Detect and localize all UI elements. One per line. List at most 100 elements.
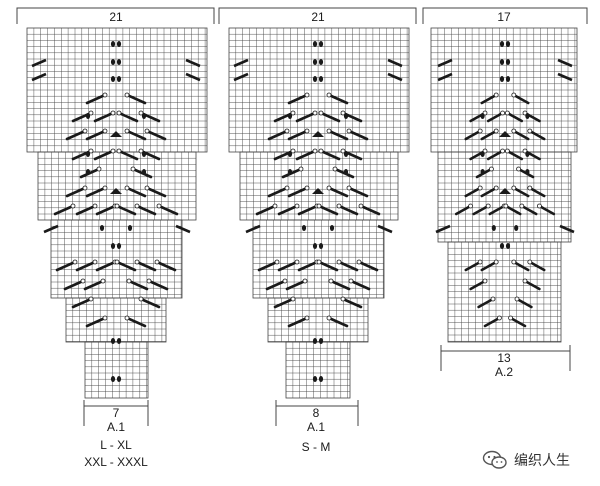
middle-decrease-end-symbol xyxy=(294,259,300,265)
left-decrease-end-symbol xyxy=(130,166,136,172)
middle-decrease-end-symbol xyxy=(318,148,324,154)
middle-decrease-symbol xyxy=(267,186,289,198)
middle-eyelet-symbol xyxy=(312,59,318,65)
left-decrease-end-symbol xyxy=(154,259,160,265)
left-decrease-symbol xyxy=(135,260,157,272)
middle-decrease-symbol xyxy=(317,260,339,272)
left-decrease-symbol xyxy=(115,260,137,272)
left-decrease-symbol xyxy=(85,93,107,105)
right-decrease-symbol xyxy=(486,111,504,123)
left-eyelet-symbol xyxy=(110,243,116,249)
left-side-dash-symbol xyxy=(175,224,191,234)
left-eyelet-symbol xyxy=(99,225,105,231)
middle-eyelet-symbol xyxy=(329,225,335,231)
middle-chart-name: A.1 xyxy=(306,420,325,434)
middle-decrease-end-symbol xyxy=(316,259,322,265)
right-decrease-end-symbol xyxy=(503,203,509,209)
middle-decrease-end-symbol xyxy=(348,278,354,284)
right-eyelet-symbol xyxy=(499,59,505,65)
right-decrease-end-symbol xyxy=(527,128,533,134)
right-chart-top-count: 17 xyxy=(497,10,511,24)
right-eyelet-symbol xyxy=(505,243,511,249)
middle-decrease-symbol xyxy=(287,93,309,105)
left-decrease-symbol xyxy=(93,149,115,161)
left-decrease-end-symbol xyxy=(88,110,94,116)
left-decrease-end-symbol xyxy=(110,148,116,154)
left-decrease-end-symbol xyxy=(116,148,122,154)
left-decrease-symbol xyxy=(85,186,107,198)
middle-side-dash-symbol xyxy=(245,224,261,234)
middle-decrease-end-symbol xyxy=(318,110,324,116)
middle-decrease-end-symbol xyxy=(294,203,300,209)
middle-decrease-end-symbol xyxy=(290,110,296,116)
middle-decrease-end-symbol xyxy=(312,148,318,154)
right-side-dash-symbol xyxy=(557,72,573,82)
right-decrease-end-symbol xyxy=(519,203,525,209)
watermark: 编织人生 xyxy=(482,450,570,470)
left-decrease-end-symbol xyxy=(124,185,130,191)
right-side-dash-symbol xyxy=(559,224,575,234)
right-eyelet-symbol xyxy=(525,169,530,175)
middle-decrease-end-symbol xyxy=(340,110,346,116)
right-decrease-symbol xyxy=(486,149,504,161)
left-decrease-symbol xyxy=(139,297,161,309)
middle-eyelet-symbol xyxy=(318,59,324,65)
left-decrease-symbol xyxy=(127,279,149,291)
right-decrease-symbol xyxy=(454,204,472,216)
right-decrease-end-symbol xyxy=(496,315,502,321)
left-decrease-symbol xyxy=(117,111,139,123)
left-chart-top-count: 21 xyxy=(109,10,123,24)
middle-decrease-end-symbol xyxy=(340,148,346,154)
middle-decrease-end-symbol xyxy=(282,278,288,284)
middle-eyelet-symbol xyxy=(312,338,318,344)
middle-decrease-symbol xyxy=(327,93,349,105)
middle-decrease-symbol xyxy=(337,204,359,216)
middle-decrease-end-symbol xyxy=(274,259,280,265)
middle-decrease-end-symbol xyxy=(358,203,364,209)
right-decrease-end-symbol xyxy=(493,128,499,134)
left-decrease-end-symbol xyxy=(80,278,86,284)
left-decrease-symbol xyxy=(55,260,77,272)
middle-decrease-end-symbol xyxy=(290,148,296,154)
left-decrease-symbol xyxy=(85,129,107,141)
right-decrease-end-symbol xyxy=(511,92,517,98)
middle-decrease-symbol xyxy=(357,260,379,272)
left-decrease-end-symbol xyxy=(156,203,162,209)
left-eyelet-symbol xyxy=(110,338,116,344)
left-decrease-end-symbol xyxy=(100,278,106,284)
middle-eyelet-symbol xyxy=(287,151,293,157)
middle-decrease-end-symbol xyxy=(326,128,332,134)
right-decrease-symbol xyxy=(512,129,530,141)
right-eyelet-symbol xyxy=(514,225,519,231)
right-decrease-end-symbol xyxy=(511,185,517,191)
left-decrease-symbol xyxy=(53,204,75,216)
left-decrease-symbol xyxy=(75,260,97,272)
right-decrease-end-symbol xyxy=(485,203,491,209)
right-decrease-end-symbol xyxy=(522,278,528,284)
left-eyelet-symbol xyxy=(127,225,133,231)
left-decrease-symbol xyxy=(83,279,105,291)
right-decrease-symbol xyxy=(469,279,487,291)
middle-decrease-end-symbol xyxy=(298,166,304,172)
middle-decrease-symbol xyxy=(277,204,299,216)
left-decrease-end-symbol xyxy=(144,128,150,134)
middle-decrease-end-symbol xyxy=(336,259,342,265)
middle-eyelet-symbol xyxy=(343,169,349,175)
left-eyelet-symbol xyxy=(141,113,147,119)
left-decrease-end-symbol xyxy=(134,203,140,209)
right-band-2-gridlines xyxy=(448,242,561,342)
middle-decrease-end-symbol xyxy=(356,259,362,265)
left-decrease-end-symbol xyxy=(96,166,102,172)
left-decrease-symbol xyxy=(95,260,117,272)
middle-eyelet-symbol xyxy=(312,41,318,47)
right-decrease-end-symbol xyxy=(537,203,542,209)
left-eyelet-symbol xyxy=(141,169,147,175)
left-decrease-symbol xyxy=(95,204,117,216)
middle-decrease-symbol xyxy=(255,204,277,216)
left-decrease-symbol xyxy=(131,167,153,179)
middle-decrease-symbol xyxy=(297,204,319,216)
left-decrease-symbol xyxy=(145,186,167,198)
middle-decrease-end-symbol xyxy=(304,128,310,134)
middle-eyelet-symbol xyxy=(301,225,307,231)
middle-decrease-symbol xyxy=(319,149,341,161)
